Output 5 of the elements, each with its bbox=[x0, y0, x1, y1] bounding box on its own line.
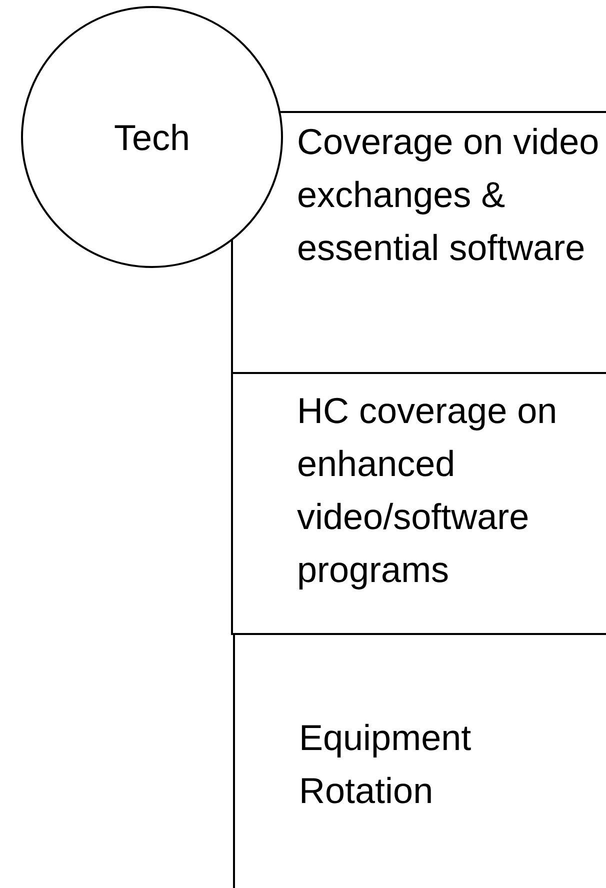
node-label: Equipment Rotation bbox=[299, 716, 472, 813]
node-label: HC coverage on enhanced video/software programs bbox=[297, 389, 558, 592]
node-label: Tech bbox=[114, 116, 190, 160]
node-label: Coverage on video exchanges & essential software bbox=[297, 120, 600, 270]
item-box bbox=[231, 111, 606, 374]
